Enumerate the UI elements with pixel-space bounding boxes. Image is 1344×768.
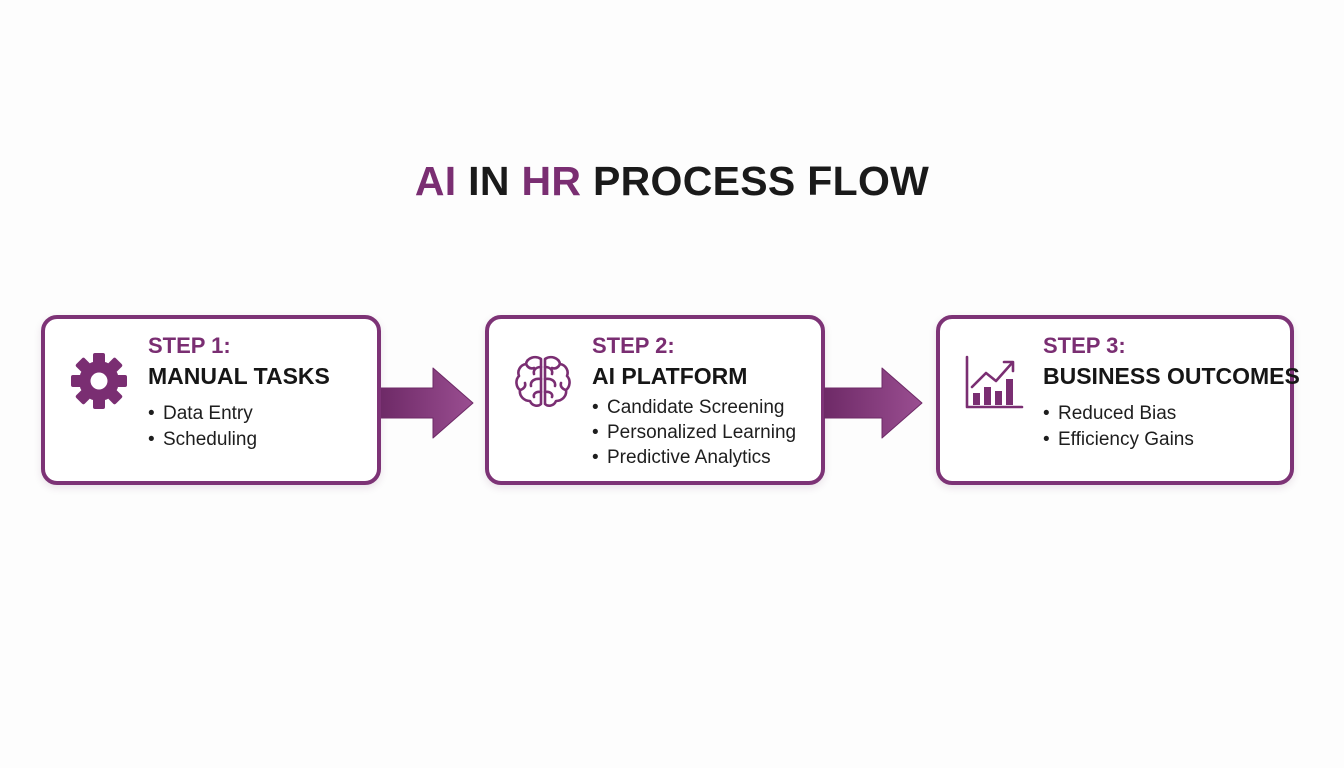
step-1-bullet-2: Scheduling — [148, 427, 367, 453]
title-part-process-flow: PROCESS FLOW — [581, 158, 930, 204]
brain-icon — [515, 355, 571, 407]
step-2-bullet-2: Personalized Learning — [592, 420, 811, 445]
title-part-in: IN — [456, 158, 522, 204]
title-part-hr: HR — [521, 158, 582, 204]
step-1-name: MANUAL TASKS — [148, 363, 330, 389]
step-2-box: STEP 2: AI PLATFORM Candidate Screening … — [485, 315, 825, 485]
step-2-bullet-list: Candidate Screening Personalized Learnin… — [592, 395, 811, 470]
step-3-box: STEP 3: BUSINESS OUTCOMES Reduced Bias E… — [936, 315, 1300, 485]
step-1-bullet-1: Data Entry — [148, 401, 367, 427]
step-3-name: BUSINESS OUTCOMES — [1043, 363, 1300, 389]
step-3-bullet-2: Efficiency Gains — [1043, 427, 1280, 453]
growth-chart-icon — [965, 355, 1024, 409]
step-3-bullet-list: Reduced Bias Efficiency Gains — [1043, 401, 1280, 453]
diagram-title: AI IN HR PROCESS FLOW — [0, 158, 1344, 205]
step-1-bullet-list: Data Entry Scheduling — [148, 401, 367, 453]
flow-arrow-2 — [824, 367, 923, 439]
step-3-number: STEP 3: — [1043, 333, 1126, 358]
step-2-name: AI PLATFORM — [592, 363, 748, 389]
step-2-bullet-3: Predictive Analytics — [592, 445, 811, 470]
step-2-bullet-1: Candidate Screening — [592, 395, 811, 420]
step-1-box: STEP 1: MANUAL TASKS Data Entry Scheduli… — [41, 315, 381, 485]
title-part-ai: AI — [414, 158, 457, 204]
step-2-number: STEP 2: — [592, 333, 675, 358]
step-1-number: STEP 1: — [148, 333, 231, 358]
gear-icon — [71, 353, 127, 409]
flow-arrow-1 — [381, 367, 474, 439]
step-3-bullet-1: Reduced Bias — [1043, 401, 1280, 427]
